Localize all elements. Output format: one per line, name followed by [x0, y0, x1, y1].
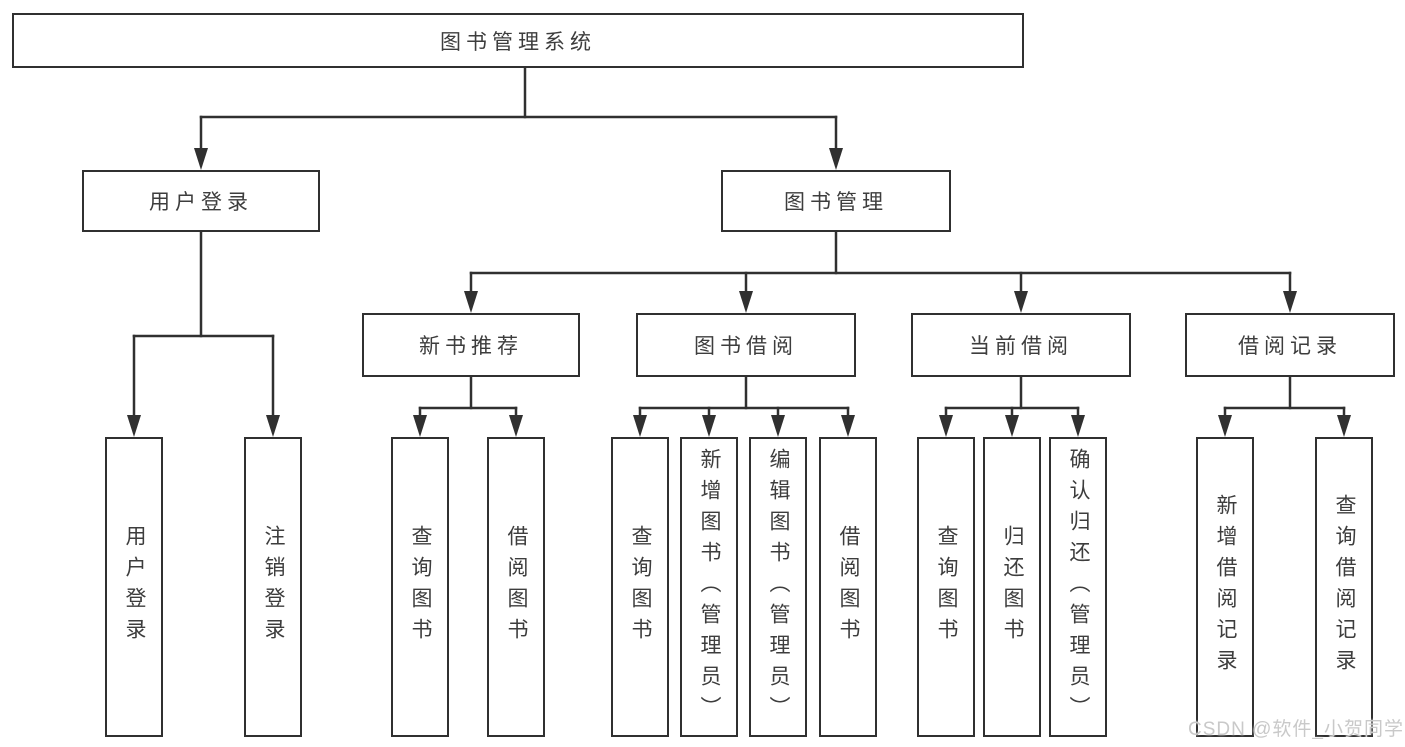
node-library-management-system: 图书管理系统 [12, 13, 1024, 68]
leaf-label: 查询图书 [409, 525, 432, 649]
leaf-label: 编辑图书（管理员） [767, 447, 790, 727]
leaf-recommend-query-books: 查询图书 [391, 437, 449, 737]
node-label: 新书推荐 [419, 335, 523, 358]
node-borrowing-records: 借阅记录 [1185, 313, 1395, 377]
leaf-user-login: 用户登录 [105, 437, 163, 737]
leaf-borrowing-borrow-books: 借阅图书 [819, 437, 877, 737]
watermark: CSDN @软件_小贺同学 [1188, 719, 1404, 740]
leaf-add-book-admin: 新增图书（管理员） [680, 437, 738, 737]
leaf-logout-login: 注销登录 [244, 437, 302, 737]
leaf-return-book: 归还图书 [983, 437, 1041, 737]
leaf-current-query-books: 查询图书 [917, 437, 975, 737]
leaf-label: 用户登录 [123, 525, 146, 649]
leaf-query-borrow-record: 查询借阅记录 [1315, 437, 1373, 737]
leaf-edit-book-admin: 编辑图书（管理员） [749, 437, 807, 737]
leaf-label: 归还图书 [1001, 525, 1024, 649]
leaf-label: 查询图书 [629, 525, 652, 649]
leaf-add-borrow-record: 新增借阅记录 [1196, 437, 1254, 737]
node-user-login-group: 用户登录 [82, 170, 320, 232]
leaf-label: 注销登录 [262, 525, 285, 649]
leaf-label: 查询图书 [935, 525, 958, 649]
node-label: 用户登录 [149, 191, 253, 214]
leaf-label: 新增借阅记录 [1214, 494, 1237, 680]
node-label: 借阅记录 [1238, 335, 1342, 358]
leaf-label: 查询借阅记录 [1333, 494, 1356, 680]
leaf-label: 确认归还（管理员） [1067, 447, 1090, 727]
node-book-management: 图书管理 [721, 170, 951, 232]
leaf-borrowing-query-books: 查询图书 [611, 437, 669, 737]
arrowhead-icons [127, 148, 1351, 437]
leaf-label: 借阅图书 [837, 525, 860, 649]
node-book-borrowing: 图书借阅 [636, 313, 856, 377]
node-label: 图书借阅 [694, 335, 798, 358]
node-new-book-recommend: 新书推荐 [362, 313, 580, 377]
leaf-recommend-borrow-books: 借阅图书 [487, 437, 545, 737]
leaf-confirm-return-admin: 确认归还（管理员） [1049, 437, 1107, 737]
node-current-borrowing: 当前借阅 [911, 313, 1131, 377]
leaf-label: 新增图书（管理员） [698, 447, 721, 727]
node-label: 图书管理系统 [440, 30, 596, 54]
node-label: 当前借阅 [969, 335, 1073, 358]
node-label: 图书管理 [784, 191, 888, 214]
leaf-label: 借阅图书 [505, 525, 528, 649]
